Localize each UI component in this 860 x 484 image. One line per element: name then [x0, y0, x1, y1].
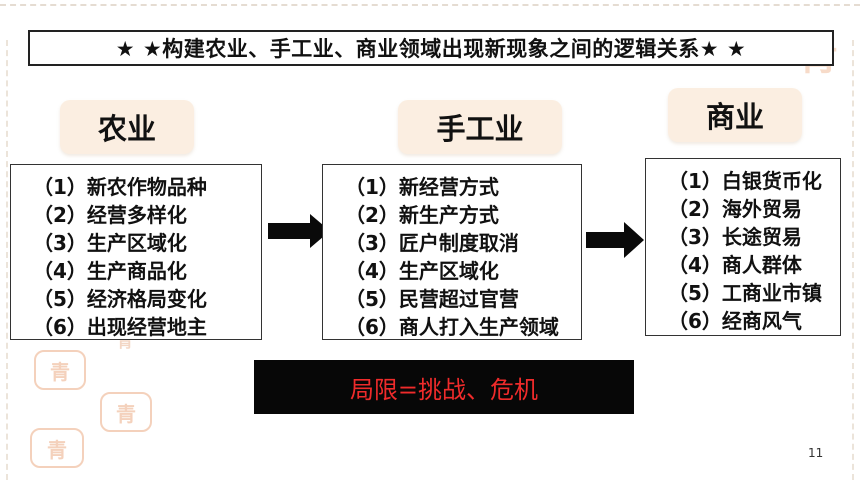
list-item: （4）商人群体: [668, 253, 802, 277]
limitation-banner: 局限=挑战、危机: [254, 360, 634, 414]
right-dashed-border: [852, 40, 854, 480]
commerce-list: （1）白银货币化 （2）海外贸易 （3）长途贸易 （4）商人群体 （5）工商业市…: [645, 158, 841, 336]
list-item: （5）工商业市镇: [668, 281, 822, 305]
list-item: （3）生产区域化: [33, 231, 187, 255]
list-item: （5）民营超过官营: [345, 287, 519, 311]
list-item: （3）匠户制度取消: [345, 231, 519, 255]
list-item: （1）新经营方式: [345, 175, 499, 199]
list-item: （6）商人打入生产领域: [345, 315, 559, 339]
watermark-stamp-left-2: 青: [100, 392, 152, 432]
list-item: （6）经商风气: [668, 309, 802, 333]
handicraft-list: （1）新经营方式 （2）新生产方式 （3）匠户制度取消 （4）生产区域化 （5）…: [322, 164, 582, 340]
list-item: （3）长途贸易: [668, 225, 802, 249]
heading-handicraft: 手工业: [398, 100, 562, 154]
list-item: （1）白银货币化: [668, 169, 822, 193]
agriculture-list: （1）新农作物品种 （2）经营多样化 （3）生产区域化 （4）生产商品化 （5）…: [10, 164, 262, 340]
list-item: （5）经济格局变化: [33, 287, 207, 311]
list-item: （1）新农作物品种: [33, 175, 207, 199]
top-dashed-border: [0, 4, 860, 6]
heading-agriculture: 农业: [60, 100, 194, 154]
list-item: （4）生产商品化: [33, 259, 187, 283]
heading-commerce: 商业: [668, 88, 802, 142]
slide-title: ★ ★构建农业、手工业、商业领域出现新现象之间的逻辑关系★ ★: [28, 30, 834, 66]
list-item: （6）出现经营地主: [33, 315, 207, 339]
page-number: 11: [808, 446, 824, 460]
arrow-right-icon: [586, 222, 644, 258]
list-item: （2）新生产方式: [345, 203, 499, 227]
watermark-stamp-left-3: 青: [30, 428, 84, 468]
left-dashed-border: [6, 40, 8, 480]
list-item: （2）经营多样化: [33, 203, 187, 227]
watermark-stamp-left-1: 青: [34, 350, 86, 390]
list-item: （2）海外贸易: [668, 197, 802, 221]
list-item: （4）生产区域化: [345, 259, 499, 283]
arrow-right-icon: [268, 214, 330, 248]
